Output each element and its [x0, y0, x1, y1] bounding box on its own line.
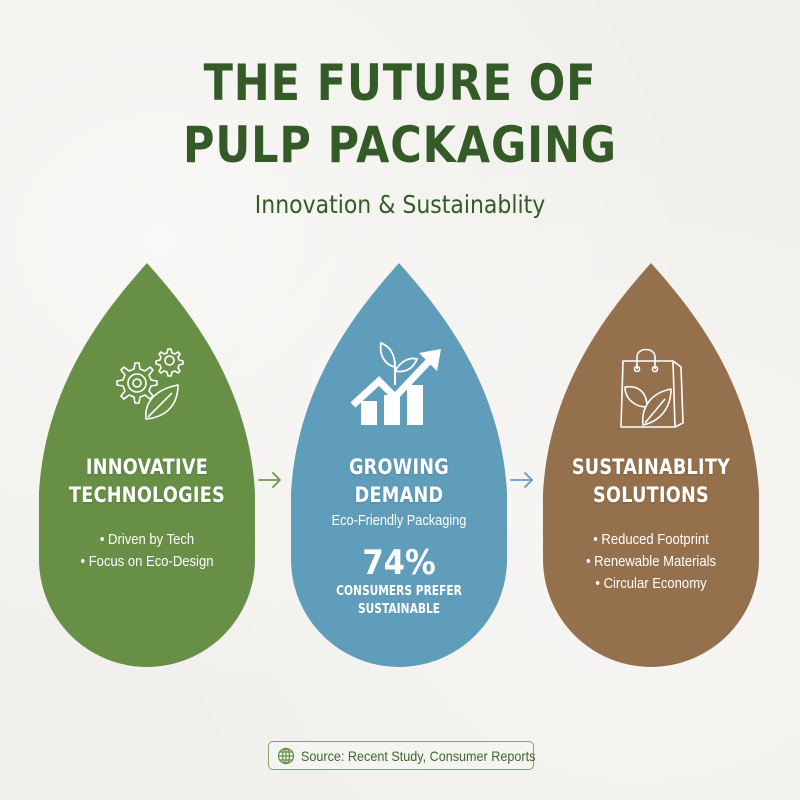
title-line-2: PULP PACKAGING — [183, 116, 617, 174]
stat-label: CONSUMERS PREFER SUSTAINABLE — [309, 583, 489, 619]
page-subtitle: Innovation & Sustainablity — [254, 190, 546, 219]
card-growing-demand: GROWING DEMAND Eco-Friendly Packaging 74… — [289, 263, 509, 669]
source-badge: Source: Recent Study, Consumer Reports — [268, 741, 536, 770]
list-item: Reduced Footprint — [552, 529, 750, 551]
drop-shape — [291, 263, 507, 667]
card-heading: GROWING DEMAND — [307, 453, 492, 509]
card-sustainability-solutions: SUSTAINABLITY SOLUTIONS Reduced Footprin… — [541, 263, 761, 669]
bullet-list: Reduced Footprint Renewable Materials Ci… — [552, 529, 750, 595]
list-item: Focus on Eco-Design — [48, 551, 246, 573]
shopping-bag-leaf-icon — [609, 345, 693, 436]
heading-line-2: SOLUTIONS — [593, 483, 709, 507]
card-heading: SUSTAINABLITY SOLUTIONS — [559, 453, 744, 509]
card-innovative-technologies: INNOVATIVE TECHNOLOGIES Driven by Tech F… — [37, 263, 257, 669]
heading-line-2: TECHNOLOGIES — [68, 483, 225, 507]
page-title: THE FUTURE OF PULP PACKAGING — [56, 52, 744, 176]
stat-value: 74% — [362, 543, 436, 583]
stat-label-line-2: SUSTAINABLE — [357, 602, 441, 617]
globe-icon — [277, 747, 295, 765]
heading-line-1: GROWING — [348, 455, 450, 479]
arrow-right-icon — [256, 470, 284, 495]
arrow-right-icon — [508, 470, 536, 495]
stat-label-line-1: CONSUMERS PREFER — [336, 584, 462, 599]
card-heading: INNOVATIVE TECHNOLOGIES — [55, 453, 240, 509]
card-tagline: Eco-Friendly Packaging — [331, 513, 467, 529]
list-item: Circular Economy — [552, 573, 750, 595]
heading-line-1: INNOVATIVE — [85, 455, 209, 479]
heading-line-2: DEMAND — [354, 483, 444, 507]
growth-chart-sprout-icon — [349, 339, 449, 432]
title-line-1: THE FUTURE OF — [203, 54, 597, 112]
source-text: Source: Recent Study, Consumer Reports — [301, 747, 536, 764]
list-item: Driven by Tech — [48, 529, 246, 551]
list-item: Renewable Materials — [552, 551, 750, 573]
gears-leaf-icon — [102, 341, 192, 436]
bullet-list: Driven by Tech Focus on Eco-Design — [48, 529, 246, 573]
heading-line-1: SUSTAINABLITY — [571, 455, 731, 479]
